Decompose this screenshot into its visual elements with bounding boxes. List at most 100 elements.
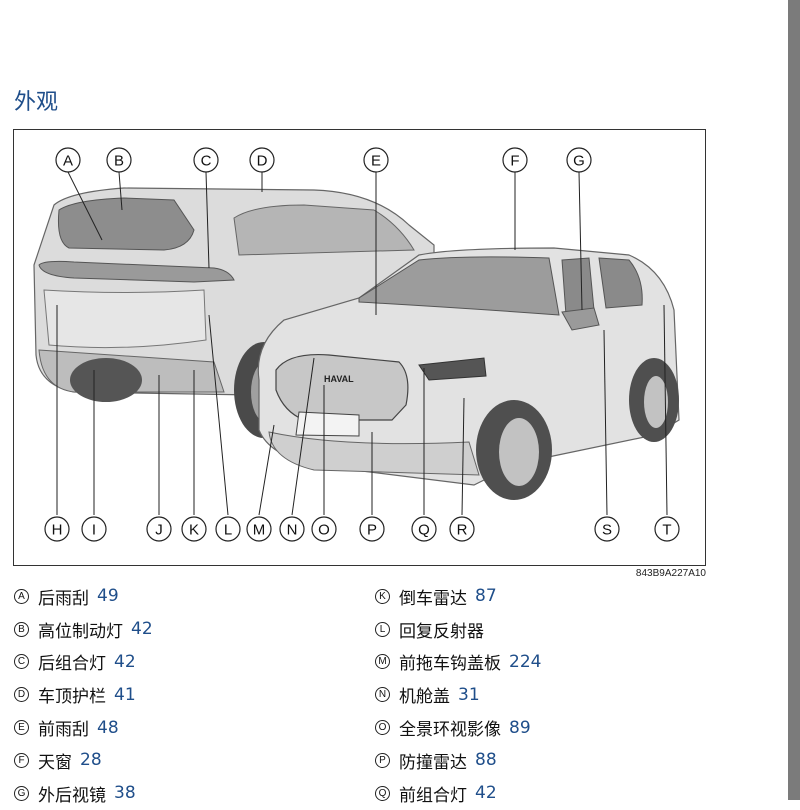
legend-letter-icon: M <box>375 654 390 670</box>
callout-i: I <box>81 516 107 542</box>
callout-r: R <box>449 516 475 542</box>
callout-t: T <box>654 516 680 542</box>
legend-letter-icon: O <box>375 720 390 736</box>
section-title: 外观 <box>14 90 59 115</box>
callout-e: E <box>363 147 389 173</box>
legend-page-link[interactable]: 41 <box>114 684 136 705</box>
callout-p: P <box>359 516 385 542</box>
callout-j: J <box>146 516 172 542</box>
callout-m: M <box>246 516 272 542</box>
legend-label: 前组合灯 <box>399 785 467 806</box>
legend-page-link[interactable]: 31 <box>458 684 480 705</box>
svg-text:I: I <box>92 522 96 539</box>
legend-letter-icon: G <box>14 785 29 801</box>
legend-label: 车顶护栏 <box>38 687 106 708</box>
figure-id: 843B9A227A10 <box>635 568 706 579</box>
svg-text:B: B <box>114 153 124 170</box>
legend-item: Q 前组合灯 42 <box>375 777 735 810</box>
legend-page-link[interactable]: 48 <box>97 717 119 738</box>
legend-item: M 前拖车钩盖板 224 <box>375 646 735 679</box>
front-car-drawing: HAVAL <box>257 247 680 500</box>
legend-page-link[interactable]: 28 <box>80 750 102 771</box>
legend-item: C 后组合灯 42 <box>14 646 374 679</box>
svg-text:H: H <box>52 522 63 539</box>
legend-letter-icon: Q <box>375 785 390 801</box>
legend-letter-icon: B <box>14 621 29 637</box>
legend-label: 机舱盖 <box>399 687 450 708</box>
svg-text:Q: Q <box>418 522 430 539</box>
callout-h: H <box>44 516 70 542</box>
callout-k: K <box>181 516 207 542</box>
legend-letter-icon: D <box>14 687 29 703</box>
legend-letter-icon: A <box>14 588 29 604</box>
svg-text:P: P <box>367 522 377 539</box>
car-badge-text: HAVAL <box>324 374 354 384</box>
legend-label: 后雨刮 <box>38 588 89 609</box>
svg-text:A: A <box>63 153 73 170</box>
legend-item: D 车顶护栏 41 <box>14 678 374 711</box>
legend-letter-icon: L <box>375 621 390 637</box>
legend-letter-icon: E <box>14 720 29 736</box>
svg-text:C: C <box>201 153 212 170</box>
legend-item: E 前雨刮 48 <box>14 711 374 744</box>
callout-l: L <box>215 516 241 542</box>
legend-page-link[interactable]: 224 <box>509 651 542 672</box>
callout-leader-lines <box>56 171 668 516</box>
legend-page-link[interactable]: 89 <box>509 717 531 738</box>
svg-text:K: K <box>189 522 199 539</box>
legend-page-link[interactable]: 38 <box>114 783 136 804</box>
legend-label: 全景环视影像 <box>399 720 501 741</box>
legend-label: 回复反射器 <box>399 621 484 642</box>
legend-item: P 防撞雷达 88 <box>375 744 735 777</box>
svg-text:N: N <box>287 522 298 539</box>
legend-label: 外后视镜 <box>38 785 106 806</box>
svg-text:M: M <box>253 522 266 539</box>
callout-a: A <box>55 147 81 173</box>
callout-s: S <box>594 516 620 542</box>
callout-q: Q <box>411 516 437 542</box>
svg-text:E: E <box>371 153 381 170</box>
callout-b: B <box>106 147 132 173</box>
svg-text:D: D <box>257 153 268 170</box>
legend-item: O 全景环视影像 89 <box>375 711 735 744</box>
svg-text:T: T <box>662 522 671 539</box>
legend-letter-icon: K <box>375 588 390 604</box>
svg-text:R: R <box>457 522 468 539</box>
legend-letter-icon: F <box>14 752 29 768</box>
legend-page-link[interactable]: 49 <box>97 586 119 607</box>
legend-letter-icon: P <box>375 752 390 768</box>
callout-c: C <box>193 147 219 173</box>
vehicle-exterior-figure: HAVAL A B C D E F G H I J K L M N O P Q R S T <box>13 129 706 566</box>
callout-o: O <box>311 516 337 542</box>
legend-item: G 外后视镜 38 <box>14 777 374 810</box>
legend-label: 前拖车钩盖板 <box>399 654 501 675</box>
legend-item: A 后雨刮 49 <box>14 580 374 613</box>
page-edge-bar <box>788 0 800 800</box>
legend-label: 防撞雷达 <box>399 752 467 773</box>
legend-label: 后组合灯 <box>38 654 106 675</box>
svg-text:O: O <box>318 522 330 539</box>
callout-n: N <box>279 516 305 542</box>
svg-text:J: J <box>155 522 163 539</box>
legend-page-link[interactable]: 42 <box>114 651 136 672</box>
legend-page-link[interactable]: 88 <box>475 750 497 771</box>
svg-text:F: F <box>510 153 519 170</box>
legend-page-link[interactable]: 42 <box>475 783 497 804</box>
legend-page-link[interactable]: 87 <box>475 586 497 607</box>
callout-f: F <box>502 147 528 173</box>
svg-text:S: S <box>602 522 612 539</box>
svg-text:G: G <box>573 153 585 170</box>
callout-g: G <box>566 147 592 173</box>
legend-label: 天窗 <box>38 752 72 773</box>
svg-text:L: L <box>224 522 232 539</box>
vehicle-illustration: HAVAL A B C D E F G H I J K L M N O P Q R S T <box>33 147 680 542</box>
legend-label: 前雨刮 <box>38 720 89 741</box>
legend-letter-icon: C <box>14 654 29 670</box>
callout-markers: A B C D E F G H I J K L M N O P Q R S T <box>44 147 680 542</box>
legend-page-link[interactable]: 42 <box>131 619 153 640</box>
